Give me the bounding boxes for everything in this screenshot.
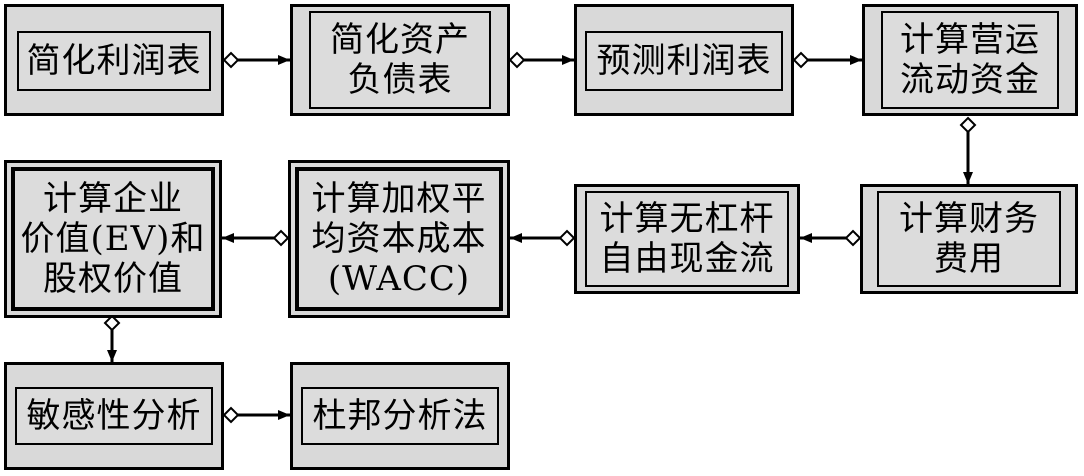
connector-s2-s3 xyxy=(508,51,574,69)
step-label-line: 股权价值 xyxy=(43,259,183,299)
step-label-line: 简化资产 xyxy=(330,20,470,60)
step-dupont-analysis: 杜邦分析法 xyxy=(290,362,510,470)
step-label-line: 价值(EV)和 xyxy=(20,219,206,259)
step-forecast-income-statement: 预测利润表 xyxy=(574,4,794,116)
step-simplified-income-statement: 简化利润表 xyxy=(4,4,224,116)
step-label-line: 计算加权平 xyxy=(311,179,487,219)
step-unlevered-free-cash-flow: 计算无杠杆 自由现金流 xyxy=(574,184,800,294)
step-label-line: 自由现金流 xyxy=(599,239,775,279)
step-enterprise-and-equity-value: 计算企业 价值(EV)和 股权价值 xyxy=(4,160,222,318)
step-label-line: 计算营运 xyxy=(900,20,1040,60)
step-label-line: 负债表 xyxy=(347,60,453,100)
step-label-line: 杜邦分析法 xyxy=(312,396,488,436)
step-label-line: 敏感性分析 xyxy=(26,396,202,436)
step-label-line: 流动资金 xyxy=(900,60,1040,100)
step-label-line: 均资本成本 xyxy=(311,219,487,259)
connector-s1-s2 xyxy=(222,51,290,69)
step-simplified-balance-sheet: 简化资产 负债表 xyxy=(290,4,510,116)
connector-s3-s4 xyxy=(792,51,862,69)
step-financial-expense: 计算财务 费用 xyxy=(860,184,1078,294)
connector-s9-s10 xyxy=(222,406,290,424)
step-label-line: 预测利润表 xyxy=(596,41,772,81)
connector-s6-s7 xyxy=(510,229,576,247)
connector-s8-s9 xyxy=(103,314,121,362)
connector-s4-s5 xyxy=(959,116,977,184)
step-sensitivity-analysis: 敏感性分析 xyxy=(4,362,224,470)
step-label-line: 费用 xyxy=(934,239,1004,279)
step-label-line: 简化利润表 xyxy=(26,41,202,81)
step-working-capital: 计算营运 流动资金 xyxy=(862,4,1078,116)
step-label-line: 计算企业 xyxy=(43,179,183,219)
connector-s5-s6 xyxy=(800,229,862,247)
connector-s7-s8 xyxy=(222,229,290,247)
step-label-line: 计算无杠杆 xyxy=(599,199,775,239)
step-label-line: 计算财务 xyxy=(899,199,1039,239)
step-label-line: (WACC) xyxy=(327,259,471,299)
step-wacc: 计算加权平 均资本成本 (WACC) xyxy=(288,160,510,318)
